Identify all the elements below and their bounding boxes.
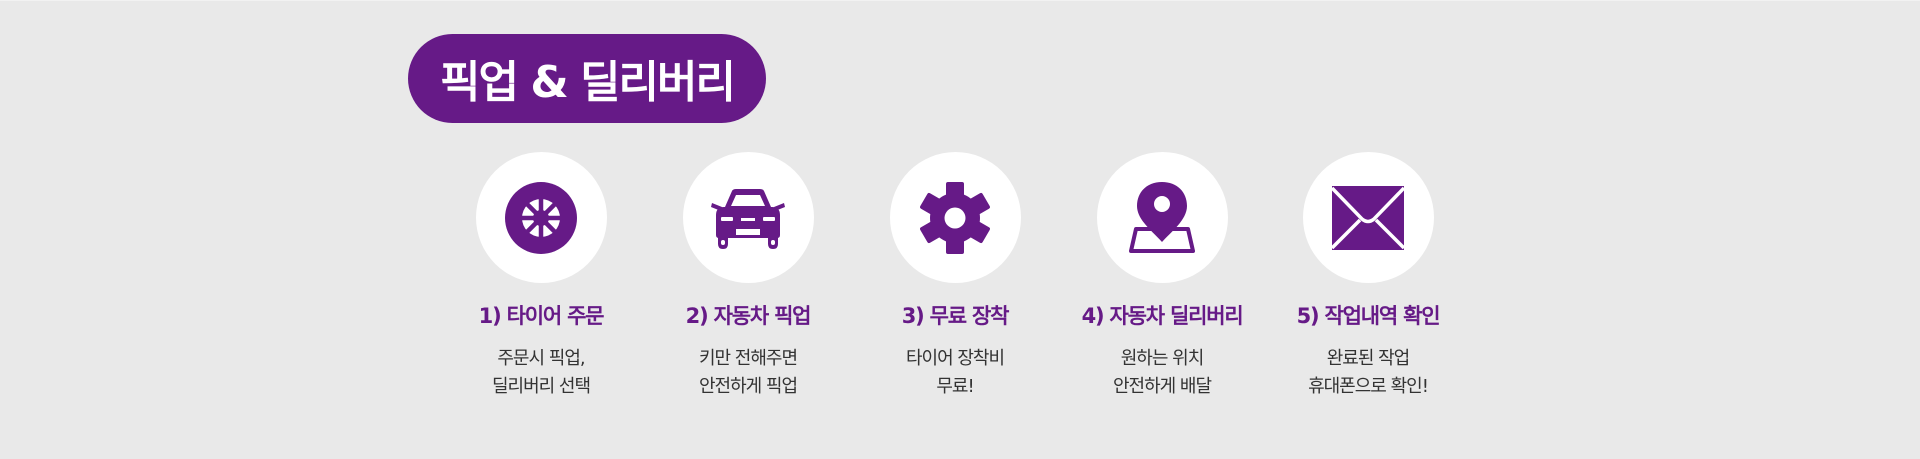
- step-description-line: 키만 전해주면: [698, 348, 798, 369]
- step-description-line: 안전하게 픽업: [698, 376, 798, 397]
- step-description-line: 완료된 작업: [1326, 348, 1411, 369]
- step-description-line: 주문시 픽업,: [497, 348, 585, 369]
- step-description-line: 무료!: [936, 376, 974, 397]
- step-title: 2) 자동차 픽업: [685, 304, 812, 328]
- step-icon-circle: [1096, 152, 1228, 283]
- step-icon-circle: [889, 152, 1021, 283]
- top-border-line: [0, 0, 1920, 1]
- step-description: 완료된 작업 휴대폰으로 확인!: [1308, 345, 1429, 401]
- step-description: 키만 전해주면 안전하게 픽업: [698, 345, 798, 401]
- step-car-delivery: 4) 자동차 딜리버리 원하는 위치 안전하게 배달: [1052, 152, 1272, 401]
- step-work-history: 5) 작업내역 확인 완료된 작업 휴대폰으로 확인!: [1258, 152, 1478, 401]
- car-icon: [711, 188, 785, 249]
- step-car-pickup: 2) 자동차 픽업 키만 전해주면 안전하게 픽업: [638, 152, 858, 401]
- step-description: 타이어 장착비 무료!: [905, 345, 1005, 401]
- step-description-line: 휴대폰으로 확인!: [1308, 376, 1429, 397]
- step-description: 주문시 픽업, 딜리버리 선택: [491, 345, 591, 401]
- step-description-line: 원하는 위치: [1120, 348, 1205, 369]
- step-icon-circle: [1302, 152, 1434, 283]
- step-title: 4) 자동차 딜리버리: [1081, 304, 1244, 328]
- step-free-install: 3) 무료 장착 타이어 장착비 무료!: [845, 152, 1065, 401]
- map-pin-icon: [1129, 181, 1195, 253]
- step-title: 1) 타이어 주문: [478, 304, 605, 328]
- section-title: 픽업 & 딜리버리: [440, 56, 736, 108]
- step-description-line: 안전하게 배달: [1112, 376, 1212, 397]
- section-title-badge: 픽업 & 딜리버리: [408, 34, 766, 123]
- step-title: 5) 작업내역 확인: [1296, 304, 1441, 328]
- gear-icon: [920, 181, 990, 254]
- envelope-icon: [1332, 185, 1404, 250]
- step-description-line: 딜리버리 선택: [491, 376, 591, 397]
- step-title: 3) 무료 장착: [901, 304, 1010, 328]
- wheel-icon: [505, 181, 577, 254]
- step-tire-order: 1) 타이어 주문 주문시 픽업, 딜리버리 선택: [431, 152, 651, 401]
- step-icon-circle: [475, 152, 607, 283]
- step-description: 원하는 위치 안전하게 배달: [1112, 345, 1212, 401]
- step-icon-circle: [682, 152, 814, 283]
- step-description-line: 타이어 장착비: [905, 348, 1005, 369]
